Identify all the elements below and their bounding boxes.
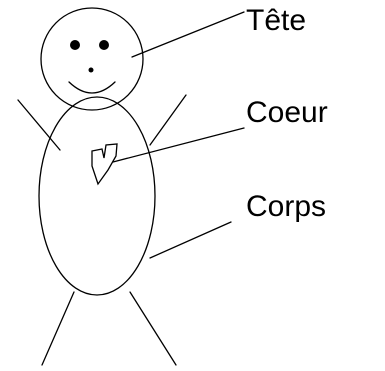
body-pointer-line (150, 222, 231, 258)
left-eye (70, 40, 80, 50)
left-arm (18, 100, 60, 150)
heart-shape (92, 144, 117, 184)
right-eye (99, 40, 109, 50)
left-leg (42, 292, 74, 365)
right-arm (150, 95, 186, 145)
mouth (69, 82, 115, 93)
head-circle (41, 8, 143, 110)
heart-label: Coeur (246, 98, 328, 128)
nose (89, 68, 94, 73)
right-leg (130, 292, 176, 365)
head-label: Tête (246, 6, 306, 36)
body-label: Corps (246, 192, 326, 222)
body-ellipse (39, 97, 155, 295)
heart-pointer-line (113, 128, 244, 162)
head-pointer-line (132, 12, 244, 57)
